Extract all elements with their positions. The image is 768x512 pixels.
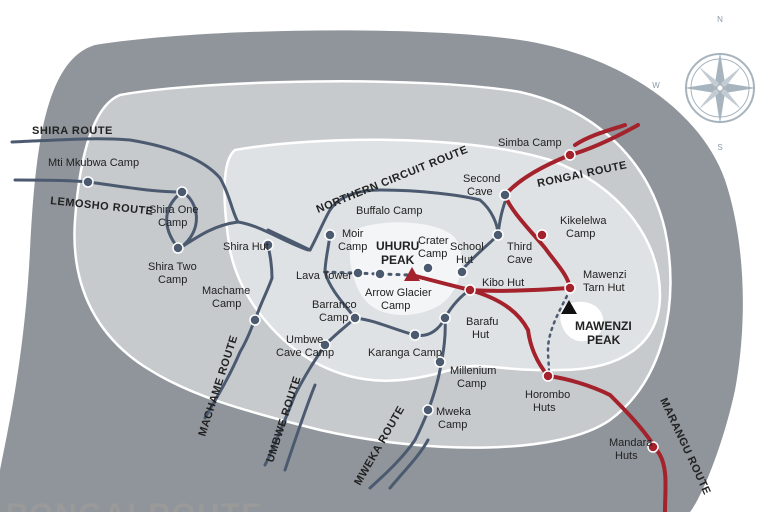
second-cave-marker [499, 189, 511, 201]
umbwe-route-line [263, 316, 357, 467]
simba-marker [564, 149, 576, 161]
karanga-marker [409, 329, 421, 341]
uhuru-peak-label-1: UHURU [376, 239, 419, 253]
marangu-route-line [468, 288, 668, 512]
shira-route-line [10, 137, 240, 224]
compass-south-label: S [717, 143, 722, 152]
mawenzi-peak-label-2: PEAK [587, 333, 621, 347]
crater-label-1: Crater [418, 235, 449, 247]
horombo-label-1: Horombo [525, 389, 570, 401]
second-cave-label-2: Cave [467, 186, 493, 198]
mweka-label-2: Camp [438, 419, 467, 431]
third-cave-label-1: Third [507, 241, 532, 253]
shira-two-label-1: Shira Two [148, 261, 197, 273]
shira-plateau-route [178, 220, 310, 252]
lemosho-route-line [13, 178, 198, 250]
crater-label-2: Camp [418, 248, 447, 260]
machame-route-line [203, 276, 274, 420]
second-cave-label-1: Second [463, 173, 500, 185]
shira-two-marker [172, 242, 184, 254]
mawenzi-peak-label-1: MAWENZI [575, 319, 632, 333]
moir-marker [324, 229, 336, 241]
machame-label-1: Machame [202, 285, 250, 297]
horombo-label-2: Huts [533, 402, 556, 414]
moir-label-2: Camp [338, 241, 367, 253]
shira-hut-marker [262, 239, 274, 251]
compass-rose [684, 52, 756, 124]
machame-label-2: Camp [212, 298, 241, 310]
crater-marker [422, 262, 434, 274]
barranco-label-2: Camp [319, 312, 348, 324]
millenium-label-2: Camp [457, 378, 486, 390]
machame-marker [249, 314, 261, 326]
kikelelwa-label-1: Kikelelwa [560, 215, 607, 227]
buffalo-label: Buffalo Camp [356, 205, 422, 217]
shira-one-marker [176, 186, 188, 198]
northern-circuit-line [308, 188, 500, 252]
umbwe-cave-label-2: Cave Camp [276, 347, 334, 359]
shira-one-label-1: Shira One [149, 204, 199, 216]
shira-one-label-2: Camp [158, 217, 187, 229]
arrow-glacier-label-2: Camp [381, 300, 410, 312]
mawenzi-peak-marker [561, 300, 577, 314]
karanga-label: Karanga Camp [368, 347, 442, 359]
mti-mkubwa-marker [82, 176, 94, 188]
moir-label-1: Moir [342, 228, 364, 240]
compass-west-label: W [652, 81, 660, 90]
barafu-label-1: Barafu [466, 316, 498, 328]
third-cave-label-2: Cave [507, 254, 533, 266]
shira-route-label: SHIRA ROUTE [32, 125, 113, 137]
umbwe-route-branch [283, 383, 317, 472]
shira-two-label-2: Camp [158, 274, 187, 286]
kikelelwa-marker [536, 229, 548, 241]
shira-hut-connector [266, 228, 312, 252]
mandara-label-2: Huts [615, 450, 638, 462]
school-hut-marker [456, 266, 468, 278]
millenium-label-1: Millenium [450, 365, 496, 377]
mweka-route-branch [388, 438, 430, 490]
arrow-glacier-marker [374, 268, 386, 280]
millenium-marker [434, 356, 446, 368]
uhuru-peak-label-2: PEAK [381, 253, 415, 267]
barranco-marker [349, 312, 361, 324]
mawenzi-tarn-label-2: Tarn Hut [583, 282, 625, 294]
barranco-label-1: Barranco [312, 299, 357, 311]
umbwe-cave-label-1: Umbwe [286, 334, 323, 346]
kibo-hut-label: Kibo Hut [482, 277, 524, 289]
mweka-label-1: Mweka [436, 406, 472, 418]
bottom-cut-heading: RONGAI ROUTE [6, 498, 263, 512]
shira-west-connector [165, 190, 184, 250]
mandara-label-1: Mandara [609, 437, 653, 449]
mawenzi-tarn-label-1: Mawenzi [583, 269, 626, 281]
uhuru-peak-marker [404, 267, 420, 281]
compass-north-label: N [717, 15, 723, 24]
umbwe-cave-marker [319, 339, 331, 351]
barafu-label-2: Hut [472, 329, 489, 341]
rongai-route-upper [573, 123, 627, 147]
mweka-marker [422, 404, 434, 416]
barafu-marker [439, 312, 451, 324]
summit-zone [349, 222, 462, 316]
mandara-marker [647, 441, 659, 453]
mti-mkubwa-label: Mti Mkubwa Camp [48, 157, 139, 169]
kikelelwa-label-2: Camp [566, 228, 595, 240]
mawenzi-to-kibo [468, 286, 572, 293]
shira-hut-label: Shira Hut [223, 241, 269, 253]
mawenzi-tarn-marker [564, 282, 576, 294]
simba-label: Simba Camp [498, 137, 562, 149]
lava-tower-marker [352, 267, 364, 279]
lava-tower-label: Lava Tower [296, 270, 352, 282]
school-hut-label-1: School [450, 241, 484, 253]
horombo-marker [542, 370, 554, 382]
kibo-hut-marker [464, 284, 476, 296]
arrow-glacier-label-1: Arrow Glacier [365, 287, 432, 299]
third-cave-marker [492, 229, 504, 241]
school-hut-label-2: Hut [456, 254, 473, 266]
